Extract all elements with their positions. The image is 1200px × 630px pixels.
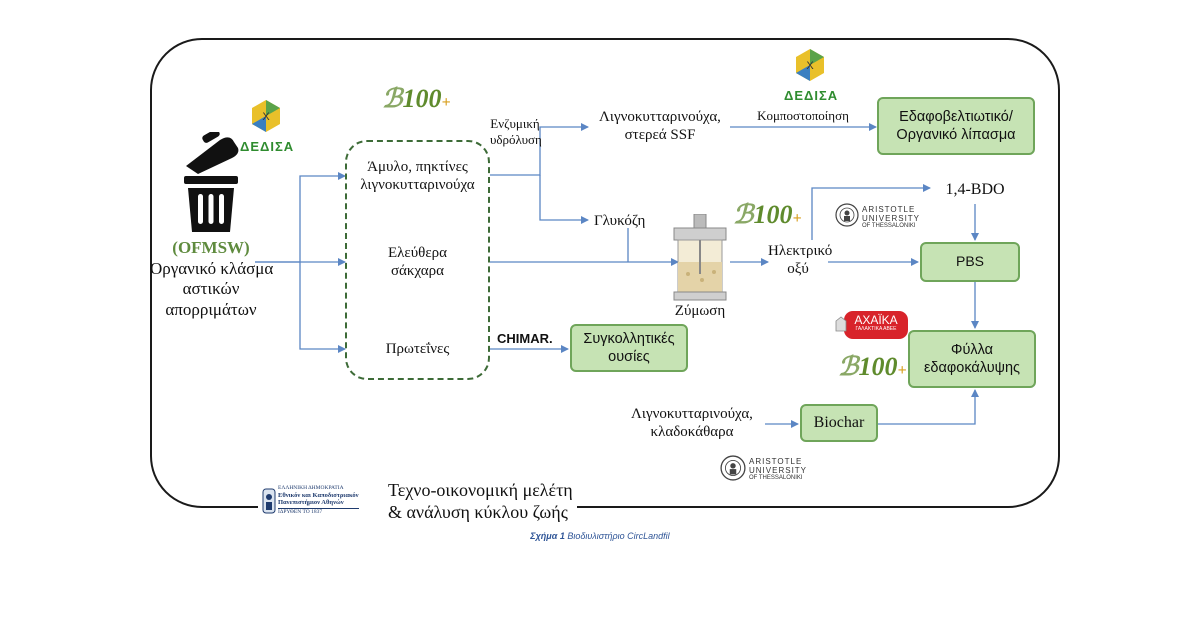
auth-line2: UNIVERSITY [862,214,921,224]
source-abbr: (OFMSW) [172,238,250,257]
arrow-to-ssf [490,123,589,176]
achaika-logo: ΑΧΑΪΚΑ ΓΑΛΑΚΤΙΚΑ ΑΒΕΕ [844,311,908,339]
auth-line1: ARISTOTLE [749,457,803,466]
dedisa-emblem-icon: X [252,100,280,132]
ligno2-line1: Λιγνοκυτταρινούχα, [631,406,753,422]
fractions-group [345,140,490,380]
auth-logo-text: ARISTOTLE UNIVERSITY OF THESSALONIKI [749,457,807,482]
fraction-starch-pectin: Άμυλο, πηκτίνες λιγνοκυτταρινούχα [345,158,490,195]
fraction-proteins: Πρωτεΐνες [385,341,450,357]
nkua-logo: ΕΛΛΗΝΙΚΗ ΔΗΜΟΚΡΑΤΙΑ Εθνικόν και Καποδιστ… [258,482,384,524]
ssf-line1: Λιγνοκυτταρινούχα, [599,109,721,125]
fraction-item1-line2: λιγνοκυτταρινούχα [360,177,475,194]
chimar-label: CHIMAR. [497,331,553,346]
hundred-logo-text: 100 [402,84,442,113]
milk-carton-icon [835,316,847,332]
caption-label: Σχήμα 1 [530,531,565,541]
svg-text:X: X [262,111,270,123]
soil-line1: Εδαφοβελτιωτικό/ [899,108,1013,125]
fraction-item2-line2: σάκχαρα [390,263,445,280]
tea-line1: Τεχνο-οικονομική μελέτη [388,480,573,500]
node-bdo: 1,4-BDO [945,181,1005,198]
tea-lca-label: Τεχνο-οικονομική μελέτη & ανάλυση κύκλου… [384,480,577,524]
adhesives-line2: ουσίες [608,349,650,365]
tea-line2: & ανάλυση κύκλου ζωής [388,501,568,522]
source-label: (OFMSW) Οργανικό κλάσμα αστικών απορριμά… [150,238,274,321]
ligno2-line2: κλαδοκάθαρα [650,424,734,441]
product-adhesives: Συγκολλητικές ουσίες [570,324,688,372]
nkua-line4: ΙΔΡΥΘΕΝ ΤΟ 1837 [278,508,359,516]
nkua-line3: Πανεπιστήμιον Αθηνών [278,499,344,507]
fraction-item1-line1: Άμυλο, πηκτίνες [367,159,468,175]
achaika-logo-subtext: ΓΑΛΑΚΤΙΚΑ ΑΒΕΕ [855,326,897,333]
nkua-emblem-icon [262,488,276,514]
auth-line3: OF THESSALONIKI [862,223,916,230]
mulch-line2: εδαφοκάλυψης [923,360,1021,376]
hundred-logo-text: 100 [858,352,898,381]
product-soil-improver: Εδαφοβελτιωτικό/ Οργανικό λίπασμα [877,97,1035,155]
auth-line3: OF THESSALONIKI [749,475,803,482]
mulch-line1: Φύλλα [950,341,994,358]
hundred-years-logo: ℬ100+ [838,352,907,381]
auth-seal-icon [720,455,746,481]
auth-seal-icon [835,203,859,227]
auth-line1: ARISTOTLE [862,205,916,214]
dedisa-logo-text: ΔΕΔΙΣΑ [784,88,839,103]
source-label-line3: απορριμάτων [165,300,257,320]
dedisa-emblem-icon: X [796,49,824,81]
figure-caption: Σχήμα 1 Βιοδιυλιστήριο CircLandfil [0,531,1200,541]
dedisa-logo: X ΔΕΔΙΣΑ [240,98,295,154]
nkua-line2: Εθνικόν και Καποδιστριακόν [278,491,359,499]
dedisa-logo: X ΔΕΔΙΣΑ [784,47,839,103]
auth-logo-text: ARISTOTLE UNIVERSITY OF THESSALONIKI [862,205,920,230]
product-biochar: Biochar [800,404,878,442]
nkua-line1: ΕΛΛΗΝΙΚΗ ΔΗΜΟΚΡΑΤΙΑ [278,485,344,491]
source-label-line1: Οργανικό κλάσμα [150,258,274,278]
fermenter-icon [673,214,727,301]
svg-text:X: X [806,60,814,72]
caption-text: Βιοδιυλιστήριο CircLandfil [564,531,670,541]
product-mulch-films: Φύλλα εδαφοκάλυψης [908,330,1036,388]
adhesives-line1: Συγκολλητικές [583,330,675,347]
composting-label: Κομποστοποίηση [757,108,849,123]
arrow-source-proteins [299,262,346,353]
node-lignocellulosic-ssf: Λιγνοκυτταρινούχα, στερεά SSF [590,108,730,145]
product-pbs: PBS [920,242,1020,282]
fraction-item2-line1: Ελεύθερα [388,245,447,261]
hydrolysis-line2: υδρόλυση [490,131,542,147]
trash-bin-icon [184,132,239,232]
arrow-succinic-bdo [811,184,931,240]
hundred-logo-text: 100 [753,200,793,229]
auth-line2: UNIVERSITY [749,466,808,476]
succinic-line2: οξύ [787,261,809,278]
node-glucose: Γλυκόζη [594,213,646,229]
fraction-free-sugars: Ελεύθερα σάκχαρα [345,244,490,281]
arrow-biochar-mulch [878,389,979,425]
hydrolysis-label: Ενζυμική υδρόλυση [490,116,542,148]
node-fermentation: Ζύμωση [674,303,726,319]
ssf-line2: στερεά SSF [624,127,696,144]
dedisa-logo-text: ΔΕΔΙΣΑ [240,139,295,154]
source-label-line2: αστικών [182,279,240,299]
diagram-frame [150,38,1060,508]
arrow-to-glucose [539,175,589,224]
hundred-years-logo: ℬ100+ [733,200,802,229]
node-succinic-acid: Ηλεκτρικό οξύ [768,242,833,279]
soil-line2: Οργανικό λίπασμα [896,127,1016,143]
hydrolysis-line1: Ενζυμική [490,116,540,131]
achaika-logo-text: ΑΧΑΪΚΑ [854,313,898,327]
succinic-line1: Ηλεκτρικό [768,243,833,259]
hundred-years-logo: ℬ100+ [382,84,451,113]
node-lignocellulosic-prunings: Λιγνοκυτταρινούχα, κλαδοκάθαρα [618,405,766,442]
